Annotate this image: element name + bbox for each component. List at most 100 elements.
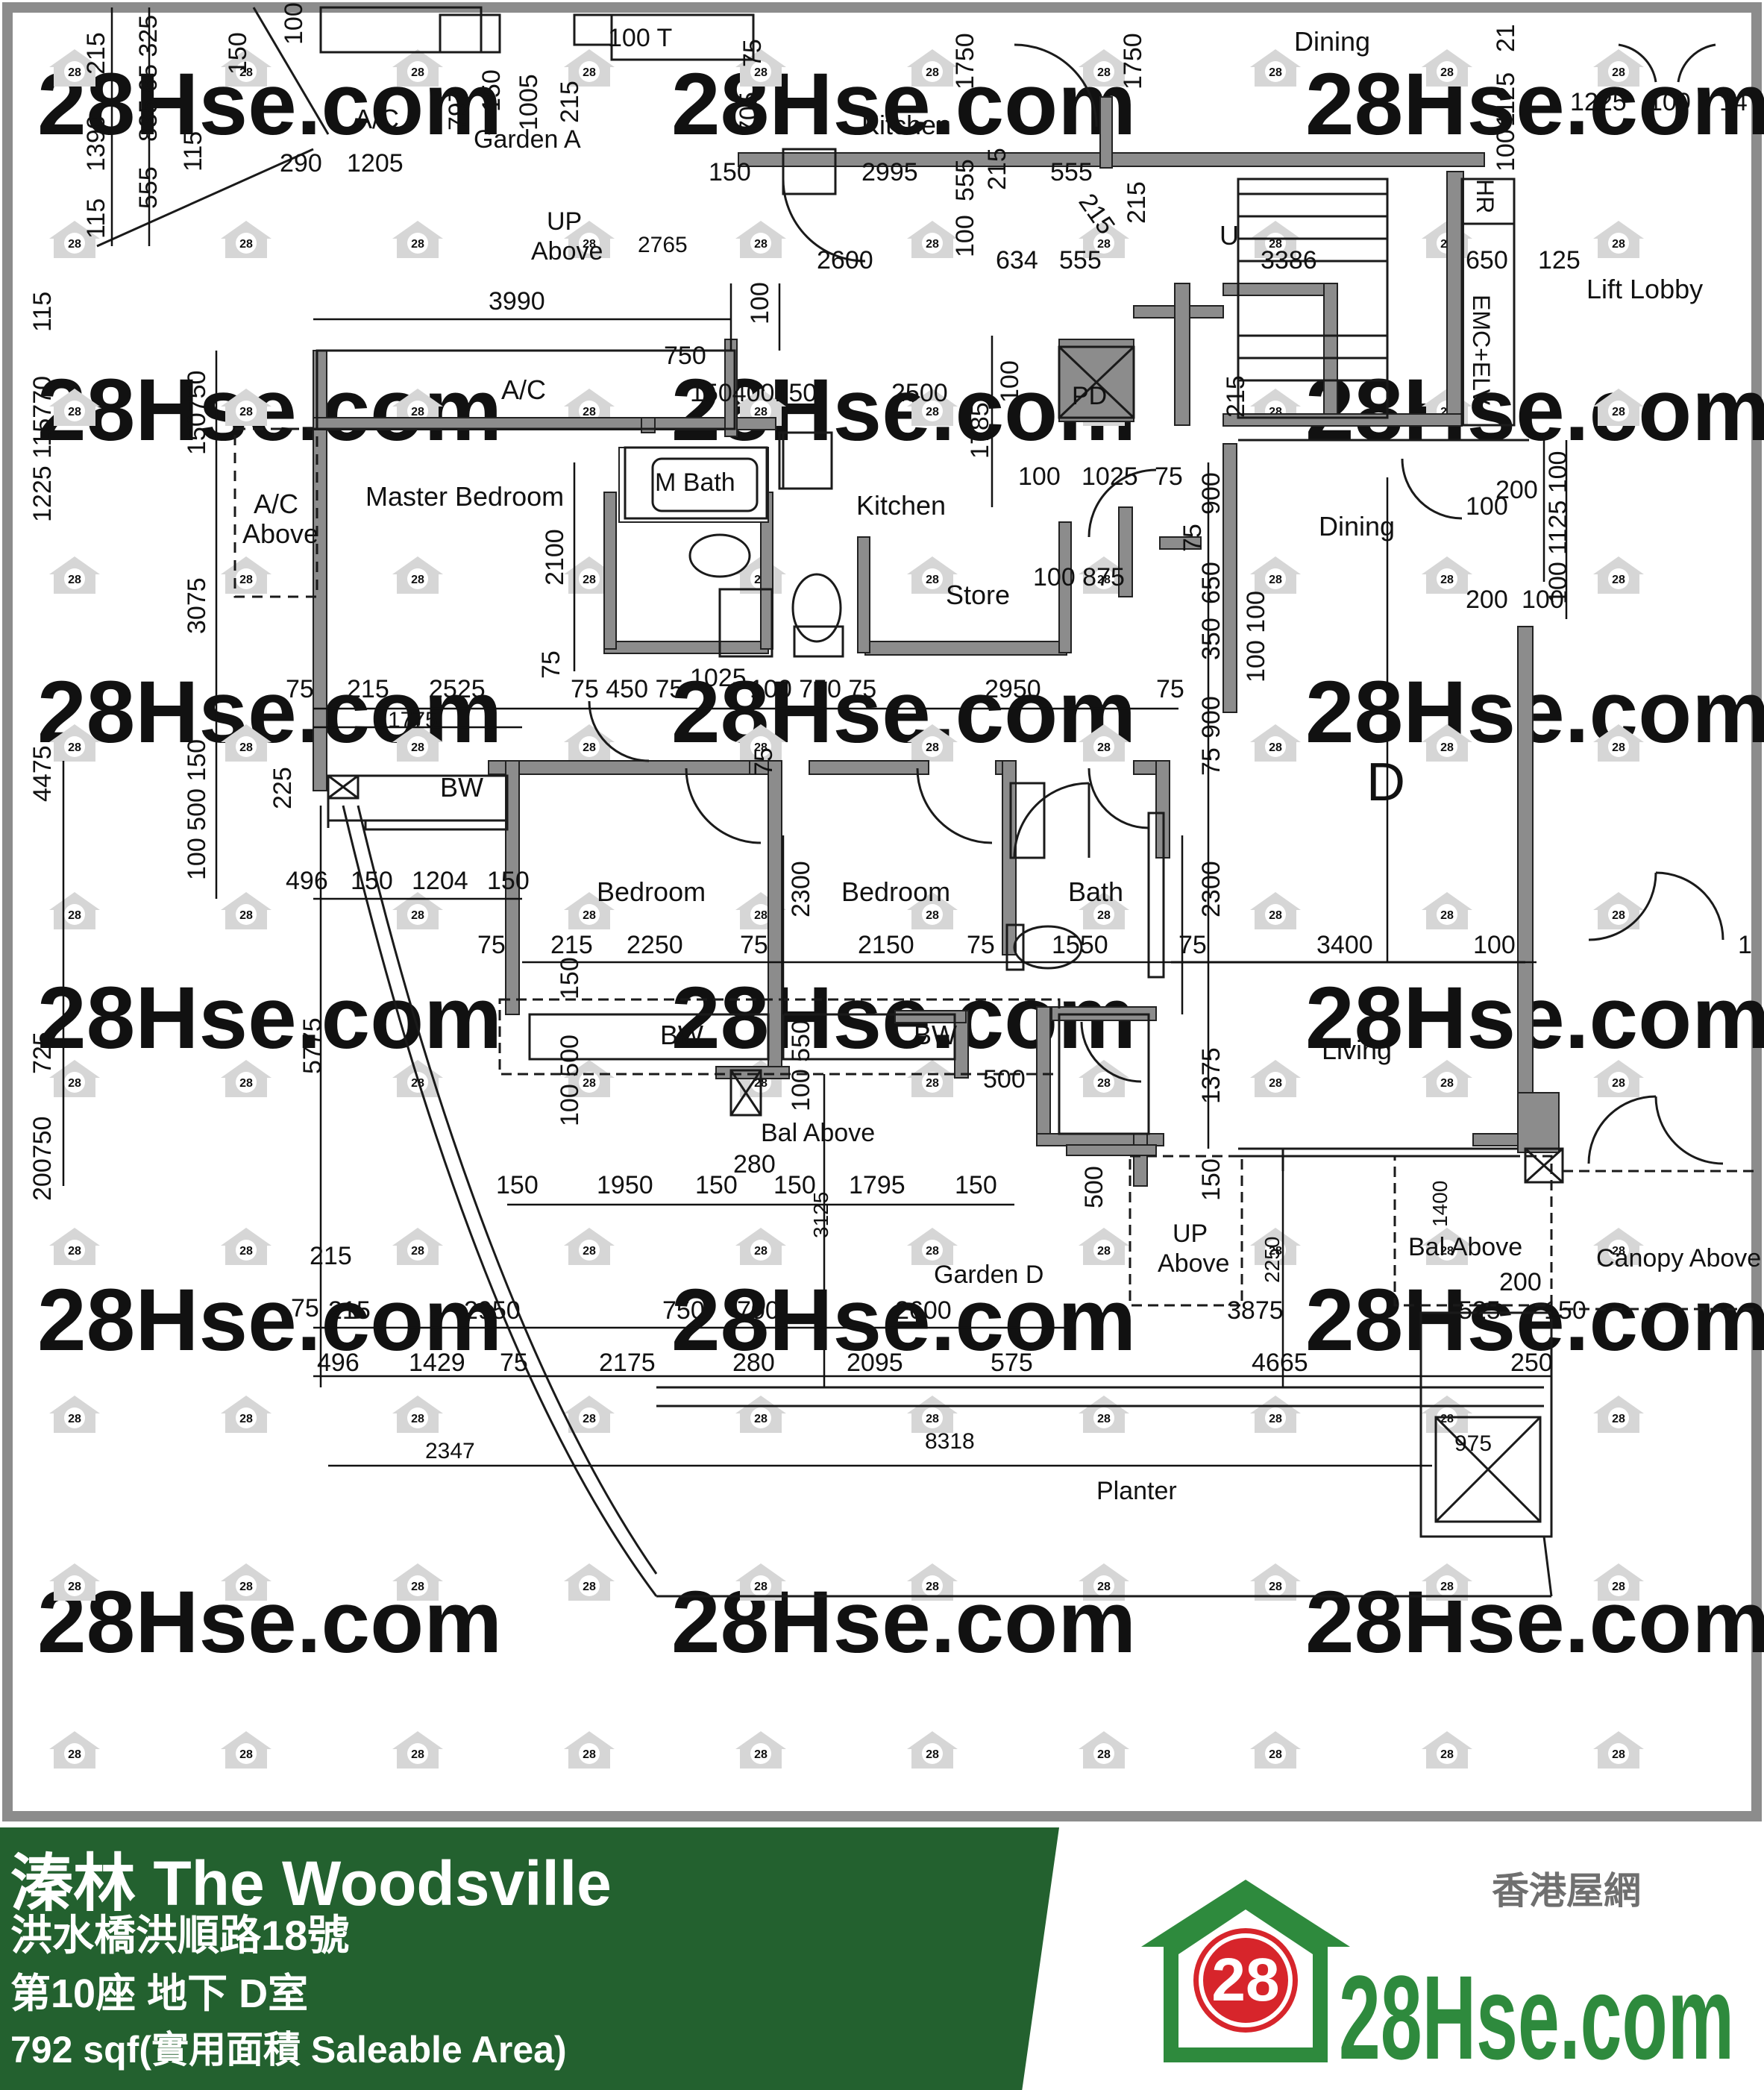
watermark-badge-text: 28 [754,1245,768,1258]
watermark-badge-text: 28 [239,238,253,251]
watermark-house-icon: 28 [1250,49,1301,87]
dimension-label: 21 [1492,24,1520,52]
watermark-house-icon: 28 [564,556,615,594]
dimension-label: 725 [28,1032,57,1074]
dimension-label: 100 [280,2,308,45]
dimension-label: 280 [733,1150,776,1179]
dimension-label: 1429 [409,1349,465,1377]
dimension-label: 75 [477,931,506,959]
dimension-label: 3125 [809,1192,832,1238]
watermark-badge-text: 28 [68,406,81,418]
dimension-label: 705 [735,92,763,134]
watermark-badge-text: 28 [1097,1748,1111,1761]
dimension-label: 2600 [817,246,873,274]
watermark-house-icon: 28 [1250,1228,1301,1265]
dimension-label: 100 [1466,492,1508,521]
plan-frame [2,2,1762,1821]
room-label-up-top: UP [547,207,582,236]
footer-panel: 溱林 The Woodsville 洪水橋洪順路18號 第10座 地下 D室 7… [0,1827,1059,2090]
dimension-label: 150 [477,69,506,112]
watermark-house-icon: 28 [564,221,615,258]
dimension-label: 100 [1492,129,1520,172]
dimension-label: 115 [28,292,57,332]
dimension-label: 1225 115770 [28,376,57,522]
watermark-badge-text: 28 [1269,238,1282,251]
dimension-label: 215 [347,675,389,703]
watermark-layer: 28Hse.com 28Hse.com 28Hse.com 28Hse.com … [37,55,1764,1672]
watermark-badge-text: 28 [411,406,424,418]
dimension-label: 2250 [627,931,683,959]
dimension-label: 75 [291,1294,319,1322]
watermark-house-icon: 28 [49,724,100,762]
dimension-label: 3386 [1261,246,1317,274]
room-label-ac: A/C [254,489,298,519]
dimension-label: 75 [740,931,768,959]
room-label-bedroom: Bedroom [597,876,706,907]
watermark-badge-text: 28 [239,909,253,922]
watermark-badge-text: 28 [1269,1245,1282,1258]
watermark-badge-text: 28 [1612,1748,1625,1761]
watermark-badge-text: 28 [411,238,424,251]
room-label-ac: A/C [501,374,546,405]
watermark-badge-text: 28 [926,406,939,418]
watermark-badge-text: 28 [1097,1581,1111,1593]
watermark-badge-text: 28 [1612,238,1625,251]
watermark-house-icon: 28 [1079,556,1129,594]
watermark-badge-text: 28 [411,1413,424,1425]
watermark-badge-text: 28 [1612,1413,1625,1425]
watermark-badge-text: 28 [68,1077,81,1090]
dimension-label: 215 [556,81,584,123]
watermark-house-icon: 28 [907,1731,958,1769]
watermark-badge-text: 28 [1440,1748,1454,1761]
watermark-badge-text: 28 [1440,1245,1454,1258]
watermark-house-icon: 28 [564,892,615,929]
dimension-label: 2347 [425,1439,475,1463]
dimension-label: 150 [496,1171,539,1199]
watermark-house-icon: 28 [735,1731,786,1769]
dimension-label: 100 [1018,462,1061,491]
dimension-label: 575 [991,1349,1033,1377]
watermark-badge-text: 28 [1269,66,1282,79]
watermark-house-icon: 28 [1593,221,1644,258]
dimension-label: 1204 [412,867,468,895]
watermark-badge-text: 28 [926,1413,939,1425]
dimension-label: 100 1125 100 [1544,451,1572,604]
dimension-label: 634 [996,246,1038,274]
watermark-badge-text: 28 [239,406,253,418]
watermark-badge-text: 28 [1612,574,1625,586]
dimension-label: 2525 [429,675,486,703]
dimension-label: 150 [224,32,252,75]
watermark-badge-text: 28 [1097,1413,1111,1425]
watermark-house-icon: 28 [1422,1563,1472,1601]
watermark-house-icon: 28 [564,1228,615,1265]
watermark-badge-text: 28 [411,574,424,586]
dimension-lines [62,7,1568,1467]
watermark-badge-text: 28 [1612,1077,1625,1090]
dimension-label: 1750 [951,33,979,90]
watermark-badge-text: 28 [583,1581,596,1593]
watermark-badge-text: 28 [583,1748,596,1761]
room-label-kitchen: Kitchen [856,490,946,521]
dimension-label: 75 [1197,747,1225,776]
dimension-label: 555 [951,159,979,201]
dimension-label: 100 750 75 [750,675,876,703]
dimension-label: 200750 [28,1117,57,1201]
watermark-house-icon: 28 [49,556,100,594]
watermark-house-icon: 28 [221,892,271,929]
saleable-area: 792 sqf(實用面積 Saleable Area) [10,2029,567,2071]
dimension-label: 75 [500,1349,528,1377]
room-label-planter: Planter [1096,1477,1177,1505]
dimension-label: 4665 [1252,1349,1308,1377]
dimension-label: 975 [1454,1431,1492,1456]
dimension-label: 215 [983,148,1011,190]
dimension-label: 100 T [608,24,672,52]
watermark-house-icon: 28 [1250,1060,1301,1097]
dimension-label: 215 [82,32,110,75]
dimension-label: 75 [750,747,778,776]
dimension-label: 150 [351,867,393,895]
watermark-house-icon: 28 [907,556,958,594]
watermark-badge-text: 28 [926,1748,939,1761]
watermark-house-icon: 28 [564,1563,615,1601]
watermark-house-icon: 28 [221,1396,271,1433]
room-label-bw: BW [660,1020,703,1050]
